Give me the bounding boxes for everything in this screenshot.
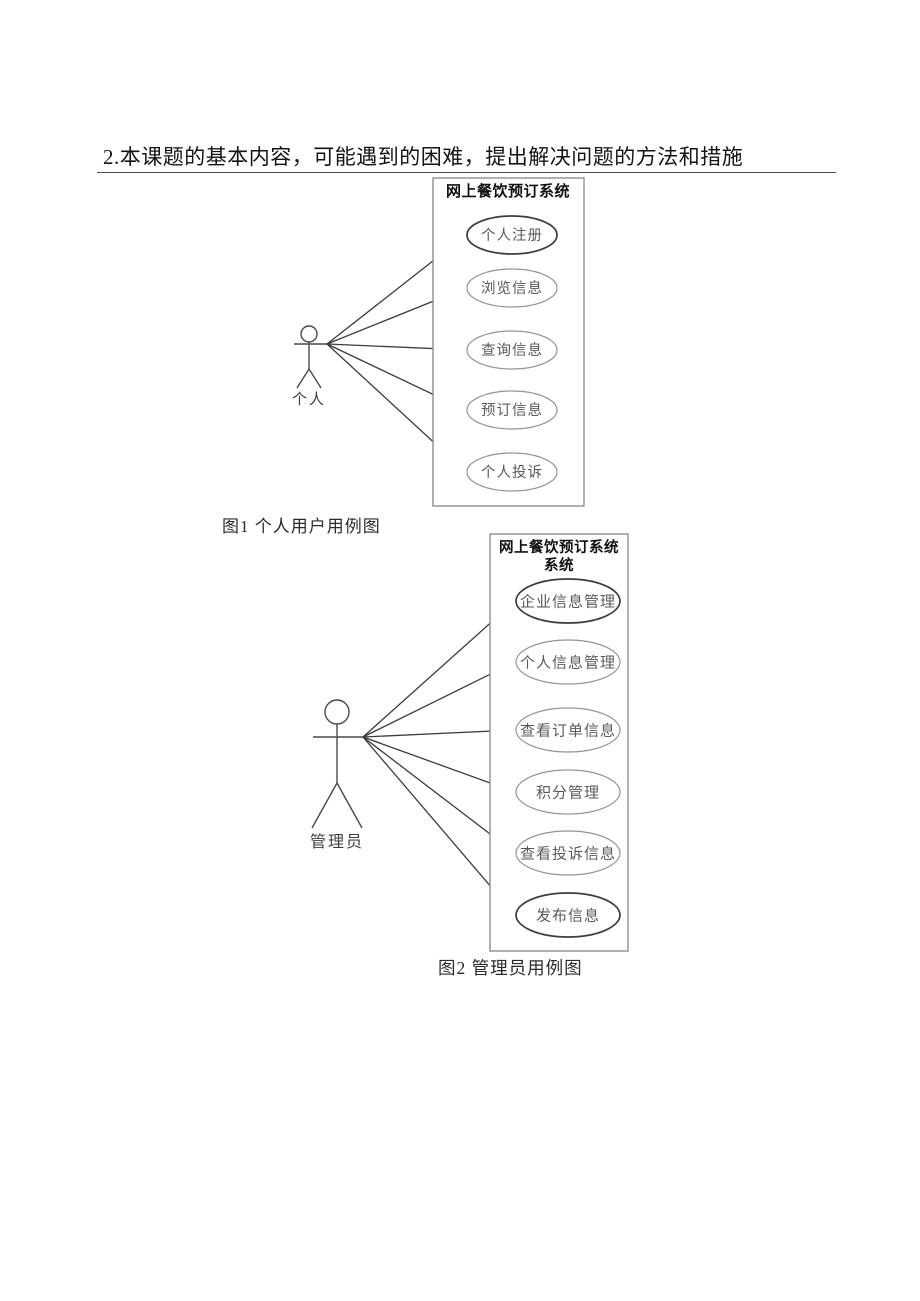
usecase-label: 浏览信息 — [481, 280, 543, 297]
figure2-caption: 图2 管理员用例图 — [438, 958, 583, 978]
figure1-caption: 图1 个人用户用例图 — [222, 517, 381, 536]
actor-label: 个人 — [292, 391, 326, 408]
usecase-label: 企业信息管理 — [520, 592, 616, 610]
usecase-label: 个人注册 — [481, 227, 543, 244]
figure2-admin-usecase-diagram: 网上餐饮预订系统系统企业信息管理个人信息管理查看订单信息积分管理查看投诉信息发布… — [310, 533, 629, 952]
actor-leg-left — [311, 782, 338, 829]
usecase-label: 预订信息 — [481, 402, 543, 419]
usecase-ellipse — [466, 452, 558, 492]
usecase-ellipse — [515, 769, 621, 815]
section-heading: 2.本课题的基本内容，可能遇到的困难，提出解决问题的方法和措施 — [103, 145, 744, 169]
usecase-label: 发布信息 — [536, 907, 600, 924]
actor-leg-left — [296, 368, 310, 389]
actor-figure — [311, 699, 363, 829]
usecase-ellipse — [515, 830, 621, 876]
usecase-ellipse — [466, 330, 558, 370]
system-title: 系统 — [544, 556, 574, 574]
usecase-label: 个人投诉 — [481, 464, 543, 481]
heading-underline — [97, 172, 836, 173]
usecase-label: 个人信息管理 — [520, 654, 616, 671]
actor-figure — [294, 325, 327, 389]
system-title: 网上餐饮预订系统 — [499, 538, 619, 556]
system-title: 网上餐饮预订系统 — [446, 182, 570, 200]
usecase-ellipse — [515, 892, 621, 938]
actor-head — [324, 699, 350, 725]
usecase-label: 查看投诉信息 — [520, 845, 616, 862]
usecase-label: 查询信息 — [481, 342, 543, 359]
usecase-ellipse — [466, 390, 558, 430]
actor-leg-right — [308, 368, 322, 389]
usecase-ellipse — [466, 215, 558, 255]
actor-label: 管理员 — [310, 833, 364, 851]
usecase-label: 查看订单信息 — [520, 722, 616, 739]
usecase-ellipse — [515, 707, 621, 753]
usecase-ellipse — [515, 578, 621, 624]
usecase-ellipse — [466, 268, 558, 308]
usecase-ellipse — [515, 639, 621, 685]
actor-leg-right — [336, 782, 363, 829]
actor-head — [300, 325, 318, 343]
usecase-label: 积分管理 — [536, 784, 600, 801]
